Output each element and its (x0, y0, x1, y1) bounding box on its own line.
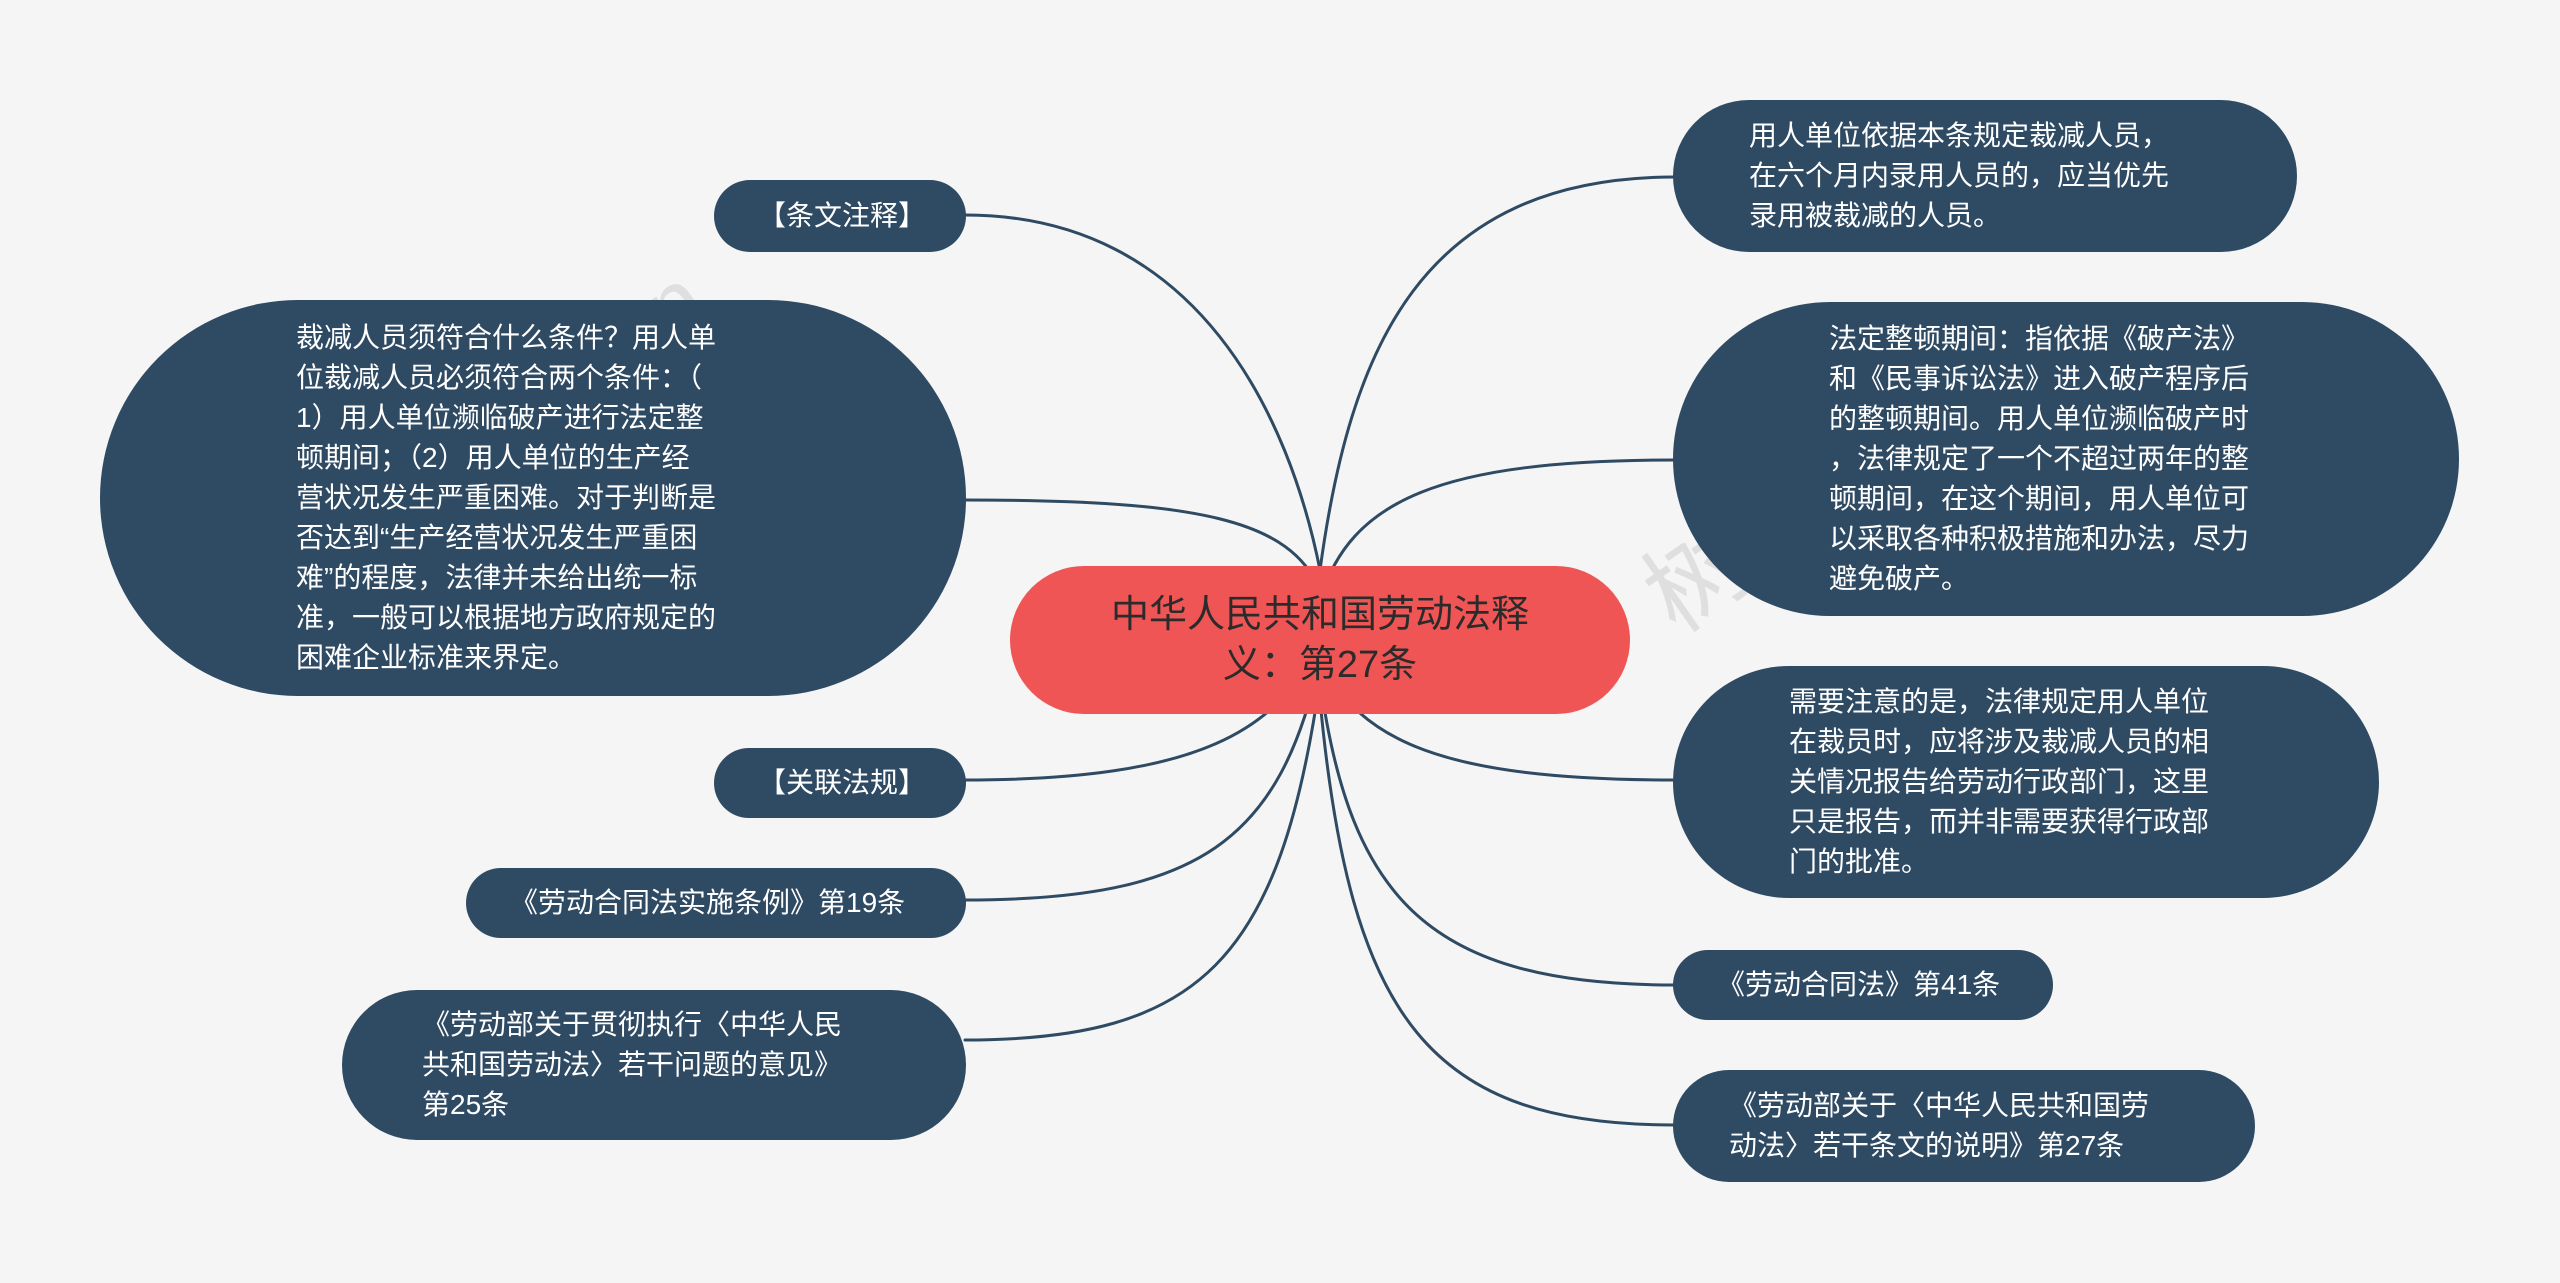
link-rehire (1318, 175, 1677, 572)
link-reg19 (963, 658, 1322, 902)
node-rehire-label: 用人单位依据本条规定裁减人员， 在六个月内录用人员的，应当优先 录用被裁减的人员… (1749, 120, 2170, 231)
link-conditions (963, 498, 1322, 592)
node-annotation[interactable]: 【条文注释】 (714, 180, 966, 252)
node-opinion25[interactable]: 《劳动部关于贯彻执行〈中华人民 共和国劳动法〉若干问题的意见》 第25条 (342, 990, 966, 1140)
node-law41-label: 《劳动合同法》第41条 (1717, 969, 2001, 1000)
node-opinion25-label: 《劳动部关于贯彻执行〈中华人民 共和国劳动法〉若干问题的意见》 第25条 (422, 1009, 843, 1120)
root-topic[interactable]: 中华人民共和国劳动法释 义：第27条 (1010, 566, 1630, 714)
node-reg19[interactable]: 《劳动合同法实施条例》第19条 (466, 868, 966, 938)
node-rectification-label: 法定整顿期间：指依据《破产法》 和《民事诉讼法》进入破产程序后 的整顿期间。用人… (1829, 323, 2250, 594)
node-report[interactable]: 需要注意的是，法律规定用人单位 在裁员时，应将涉及裁减人员的相 关情况报告给劳动… (1673, 666, 2379, 898)
node-explain27[interactable]: 《劳动部关于〈中华人民共和国劳 动法〉若干条文的说明》第27条 (1673, 1070, 2255, 1182)
node-rectification[interactable]: 法定整顿期间：指依据《破产法》 和《民事诉讼法》进入破产程序后 的整顿期间。用人… (1673, 302, 2459, 616)
root-topic-label: 中华人民共和国劳动法释 义：第27条 (1110, 594, 1529, 686)
node-report-label: 需要注意的是，法律规定用人单位 在裁员时，应将涉及裁减人员的相 关情况报告给劳动… (1789, 686, 2210, 877)
node-rehire[interactable]: 用人单位依据本条规定裁减人员， 在六个月内录用人员的，应当优先 录用被裁减的人员… (1673, 100, 2297, 252)
node-reg19-label: 《劳动合同法实施条例》第19条 (510, 887, 906, 918)
node-annotation-label: 【条文注释】 (758, 200, 927, 231)
link-explain27 (1318, 698, 1677, 1127)
link-law41 (1318, 678, 1677, 987)
node-related-label: 【关联法规】 (758, 767, 927, 798)
link-annotation (963, 213, 1322, 572)
link-opinion25 (963, 678, 1322, 1042)
node-related[interactable]: 【关联法规】 (714, 748, 966, 818)
node-law41[interactable]: 《劳动合同法》第41条 (1673, 950, 2053, 1020)
node-conditions-label: 裁减人员须符合什么条件？用人单 位裁减人员必须符合两个条件：（ 1）用人单位濒临… (296, 322, 717, 673)
link-rectification (1318, 458, 1677, 602)
node-conditions[interactable]: 裁减人员须符合什么条件？用人单 位裁减人员必须符合两个条件：（ 1）用人单位濒临… (100, 300, 966, 696)
node-explain27-label: 《劳动部关于〈中华人民共和国劳 动法〉若干条文的说明》第27条 (1729, 1090, 2150, 1161)
